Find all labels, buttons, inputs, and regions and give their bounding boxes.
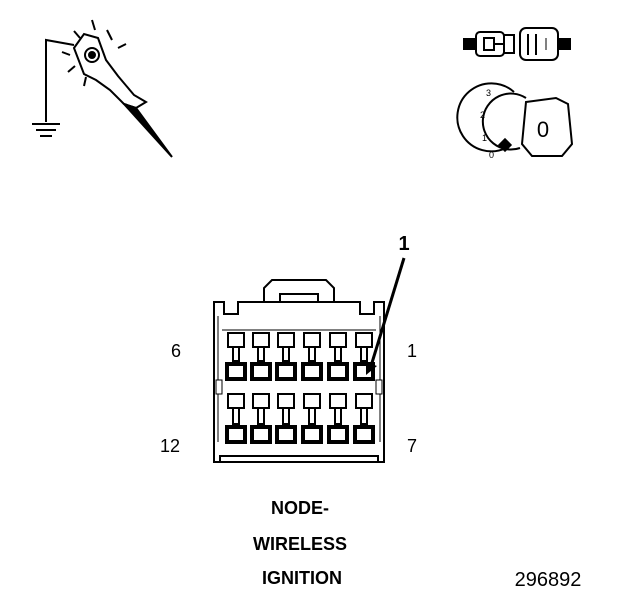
pin-cavity bbox=[250, 393, 272, 444]
disconnect-connector-icon bbox=[463, 27, 571, 61]
callout-arrow bbox=[366, 257, 406, 375]
pin-label-6: 6 bbox=[171, 341, 181, 361]
pin-cavity bbox=[275, 332, 297, 381]
test-probe-with-ground-icon bbox=[32, 19, 173, 158]
key-position-1: 1 bbox=[482, 133, 487, 143]
pin-cavity bbox=[275, 393, 297, 444]
key-label: 0 bbox=[537, 117, 549, 142]
pin-cavity bbox=[250, 332, 272, 381]
pin-label-1: 1 bbox=[407, 341, 417, 361]
ignition-key-off-icon: 3 2 1 0 0 bbox=[456, 82, 574, 160]
key-position-0: 0 bbox=[489, 150, 494, 160]
pin-label-7: 7 bbox=[407, 436, 417, 456]
connector-name-line-2: WIRELESS bbox=[253, 534, 347, 554]
pin-cavity bbox=[327, 332, 349, 381]
figure-id: 296892 bbox=[515, 569, 582, 591]
connector-name-line-3: IGNITION bbox=[262, 568, 342, 588]
pin-cavity bbox=[225, 393, 247, 444]
pin-label-12: 12 bbox=[160, 436, 180, 456]
pin-cavity bbox=[301, 393, 323, 444]
key-position-3: 3 bbox=[486, 88, 491, 98]
key-position-2: 2 bbox=[480, 110, 485, 120]
pin-1-callout: 1 bbox=[398, 233, 409, 255]
pin-cavity bbox=[301, 332, 323, 381]
pin-cavity bbox=[327, 393, 349, 444]
pin-cavity bbox=[225, 332, 247, 381]
connector-name-line-1: NODE- bbox=[271, 498, 329, 518]
connector-pins bbox=[225, 332, 375, 444]
pin-cavity bbox=[353, 393, 375, 444]
